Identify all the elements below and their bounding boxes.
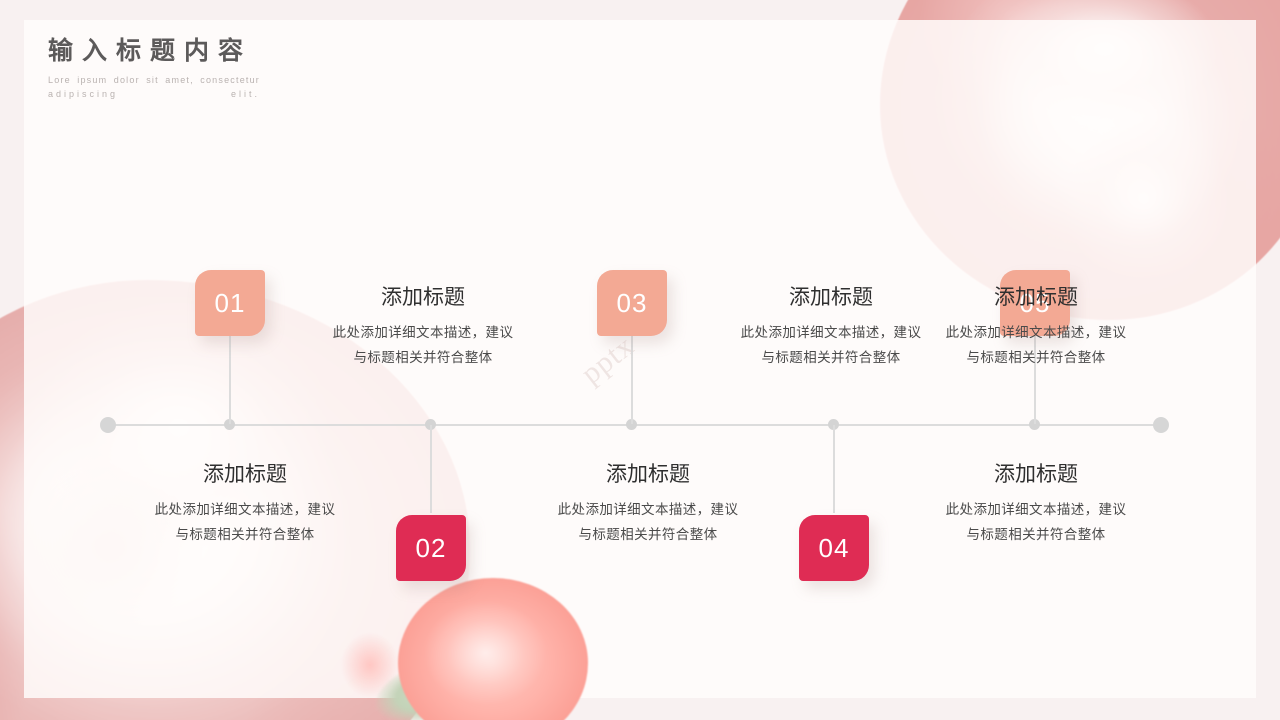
- timeline-connector-3: [631, 336, 633, 424]
- timeline-desc-01-line-2: 与标题相关并符合整体: [353, 350, 493, 366]
- timeline-desc-03-line-2: 与标题相关并符合整体: [761, 350, 901, 366]
- timeline-desc-03: 此处添加详细文本描述，建议 与标题相关并符合整体: [681, 321, 981, 371]
- timeline-node-dot-4: [828, 419, 839, 430]
- timeline-badge-01-label: 01: [214, 287, 246, 318]
- timeline-desc-05: 此处添加详细文本描述，建议 与标题相关并符合整体: [886, 321, 1186, 371]
- timeline-badge-05[interactable]: 05: [1000, 270, 1070, 336]
- timeline-text-block-03: 添加标题 此处添加详细文本描述，建议 与标题相关并符合整体: [681, 285, 981, 371]
- timeline-title-04: 添加标题: [606, 463, 690, 486]
- timeline-desc-06: 此处添加详细文本描述，建议 与标题相关并符合整体: [886, 498, 1186, 548]
- timeline-badge-03-label: 03: [616, 287, 648, 318]
- timeline-badge-02[interactable]: 02: [396, 515, 466, 581]
- timeline-badge-05-label: 05: [1019, 287, 1051, 318]
- timeline-end-dot: [1153, 417, 1169, 433]
- page-subtitle-line-2: adipiscing elit.: [48, 89, 260, 100]
- header: 输入标题内容 Lore ipsum dolor sit amet, consec…: [48, 36, 260, 102]
- timeline-badge-03[interactable]: 03: [597, 270, 667, 336]
- timeline-badge-02-label: 02: [415, 532, 447, 563]
- timeline-desc-03-line-1: 此处添加详细文本描述，建议: [740, 325, 922, 341]
- timeline-desc-05-line-2: 与标题相关并符合整体: [966, 350, 1106, 366]
- timeline-badge-04-label: 04: [818, 532, 850, 563]
- timeline-text-block-05: 添加标题 此处添加详细文本描述，建议 与标题相关并符合整体: [886, 285, 1186, 371]
- timeline-text-block-06: 添加标题 此处添加详细文本描述，建议 与标题相关并符合整体: [886, 462, 1186, 548]
- timeline-text-block-04: 添加标题 此处添加详细文本描述，建议 与标题相关并符合整体: [498, 462, 798, 548]
- timeline-desc-02-line-2: 与标题相关并符合整体: [175, 527, 315, 543]
- timeline-connector-4: [833, 425, 835, 513]
- timeline-node-dot-5: [1029, 419, 1040, 430]
- timeline-connector-5: [1034, 336, 1036, 424]
- timeline-badge-04[interactable]: 04: [799, 515, 869, 581]
- timeline-desc-05-line-1: 此处添加详细文本描述，建议: [945, 325, 1127, 341]
- timeline-connector-2: [430, 425, 432, 513]
- timeline-title-02: 添加标题: [203, 463, 287, 486]
- timeline-desc-04-line-2: 与标题相关并符合整体: [578, 527, 718, 543]
- timeline-node-dot-2: [425, 419, 436, 430]
- timeline-desc-04: 此处添加详细文本描述，建议 与标题相关并符合整体: [498, 498, 798, 548]
- timeline-desc-04-line-1: 此处添加详细文本描述，建议: [557, 502, 739, 518]
- timeline-start-dot: [100, 417, 116, 433]
- timeline-node-dot-1: [224, 419, 235, 430]
- timeline-title-03: 添加标题: [789, 286, 873, 309]
- timeline-title-06: 添加标题: [994, 463, 1078, 486]
- timeline-text-block-02: 添加标题 此处添加详细文本描述，建议 与标题相关并符合整体: [95, 462, 395, 548]
- page-subtitle-line-1: Lore ipsum dolor sit amet, consectetur: [48, 75, 260, 86]
- timeline-text-block-01: 添加标题 此处添加详细文本描述，建议 与标题相关并符合整体: [273, 285, 573, 371]
- timeline-title-01: 添加标题: [381, 286, 465, 309]
- timeline-desc-01-line-1: 此处添加详细文本描述，建议: [332, 325, 514, 341]
- timeline-title-05: 添加标题: [994, 286, 1078, 309]
- timeline-desc-06-line-1: 此处添加详细文本描述，建议: [945, 502, 1127, 518]
- timeline-badge-01[interactable]: 01: [195, 270, 265, 336]
- page-subtitle: Lore ipsum dolor sit amet, consectetur a…: [48, 74, 260, 102]
- timeline-desc-02: 此处添加详细文本描述，建议 与标题相关并符合整体: [95, 498, 395, 548]
- timeline-desc-01: 此处添加详细文本描述，建议 与标题相关并符合整体: [273, 321, 573, 371]
- timeline-node-dot-3: [626, 419, 637, 430]
- timeline-desc-06-line-2: 与标题相关并符合整体: [966, 527, 1106, 543]
- timeline-desc-02-line-1: 此处添加详细文本描述，建议: [154, 502, 336, 518]
- timeline-connector-1: [229, 336, 231, 424]
- page-title: 输入标题内容: [48, 37, 253, 65]
